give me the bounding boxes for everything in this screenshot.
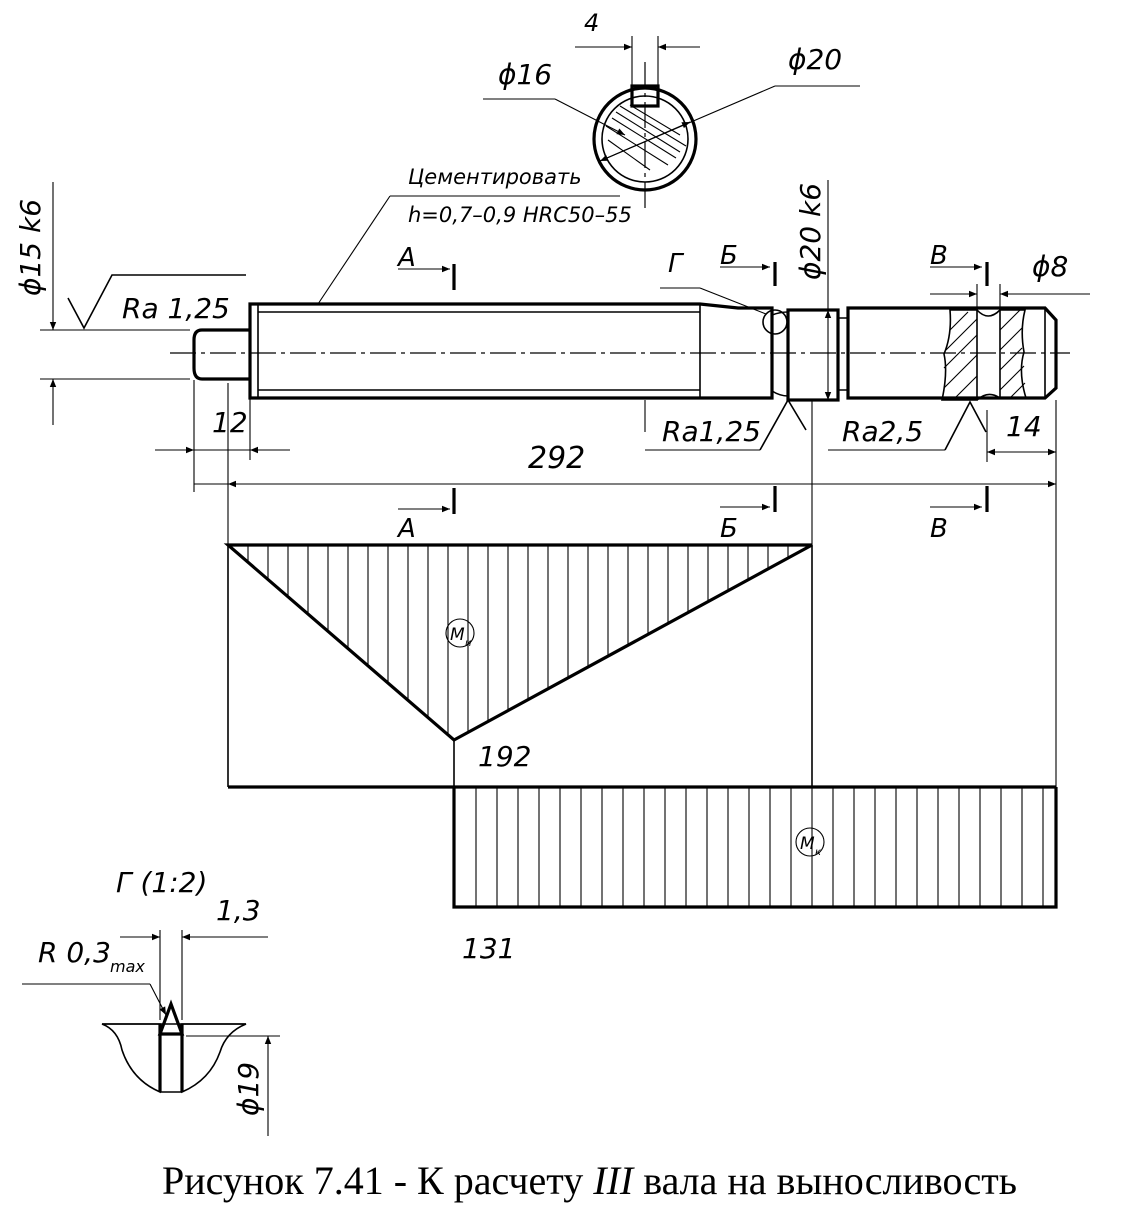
bending-hatch — [247, 545, 809, 735]
hardening-note-line2: h=0,7–0,9 HRC50–55 — [408, 203, 632, 227]
bending-moment-value: 192 — [478, 740, 531, 773]
section-markers-bottom — [398, 486, 989, 514]
detail-g-title: Г (1:2) — [116, 866, 207, 899]
section-markers-top — [398, 262, 989, 315]
roughness-right-label: Ra2,5 — [842, 415, 923, 448]
cross-section-view — [483, 36, 860, 210]
left-dimensions — [40, 182, 246, 425]
section-v-bottom-label: В — [930, 514, 948, 544]
figure-caption: Рисунок 7.41 - К расчету III вала на вын… — [162, 1158, 1017, 1203]
dia-20-label: ϕ20 — [788, 43, 842, 76]
roughness-marks — [644, 398, 987, 451]
detail-g-marker-label: Г — [668, 249, 685, 279]
hardening-note-line1: Цементировать — [408, 165, 582, 189]
detail-dia19-label: ϕ19 — [232, 1062, 265, 1116]
detail-dim-13: 1,3 — [216, 894, 261, 927]
section-b-bottom-label: Б — [720, 514, 738, 544]
length-14-label: 14 — [1006, 410, 1042, 443]
bending-moment-symbol: M — [450, 625, 465, 645]
detail-g-view — [22, 930, 280, 1136]
dia-16-label: ϕ16 — [498, 58, 552, 91]
torque-value: 131 — [462, 932, 515, 965]
length-12-label: 12 — [212, 406, 248, 439]
section-b-top-label: Б — [720, 241, 738, 271]
torque-symbol: M — [800, 834, 815, 854]
dia-8-label: ϕ8 — [1032, 250, 1068, 283]
dia-15k6-label: ϕ15 k6 — [14, 199, 47, 296]
roughness-mid-label: Ra1,25 — [662, 415, 761, 448]
length-292-label: 292 — [528, 441, 585, 476]
key-width-label: 4 — [584, 9, 599, 37]
torque-hatch — [475, 787, 1044, 907]
hardening-leader — [317, 195, 620, 305]
bending-moment-diagram — [223, 543, 813, 787]
length-dimensions — [155, 380, 1057, 788]
drawing-labels: 4 ϕ16 ϕ20 Цементировать h=0,7–0,9 HRC50–… — [14, 9, 1068, 1116]
bending-moment-subscript: и — [465, 638, 472, 649]
section-a-bottom-label: A — [396, 514, 416, 544]
torque-diagram — [228, 785, 1058, 909]
torque-subscript: к — [815, 847, 821, 858]
detail-radius-subscript: max — [110, 957, 145, 976]
dia-20k6-label: ϕ20 k6 — [794, 183, 827, 280]
roughness-left-label: Ra 1,25 — [122, 292, 230, 325]
section-a-top-label: A — [396, 243, 416, 273]
detail-radius-label: R 0,3 — [38, 936, 111, 969]
section-v-top-label: В — [930, 241, 948, 271]
